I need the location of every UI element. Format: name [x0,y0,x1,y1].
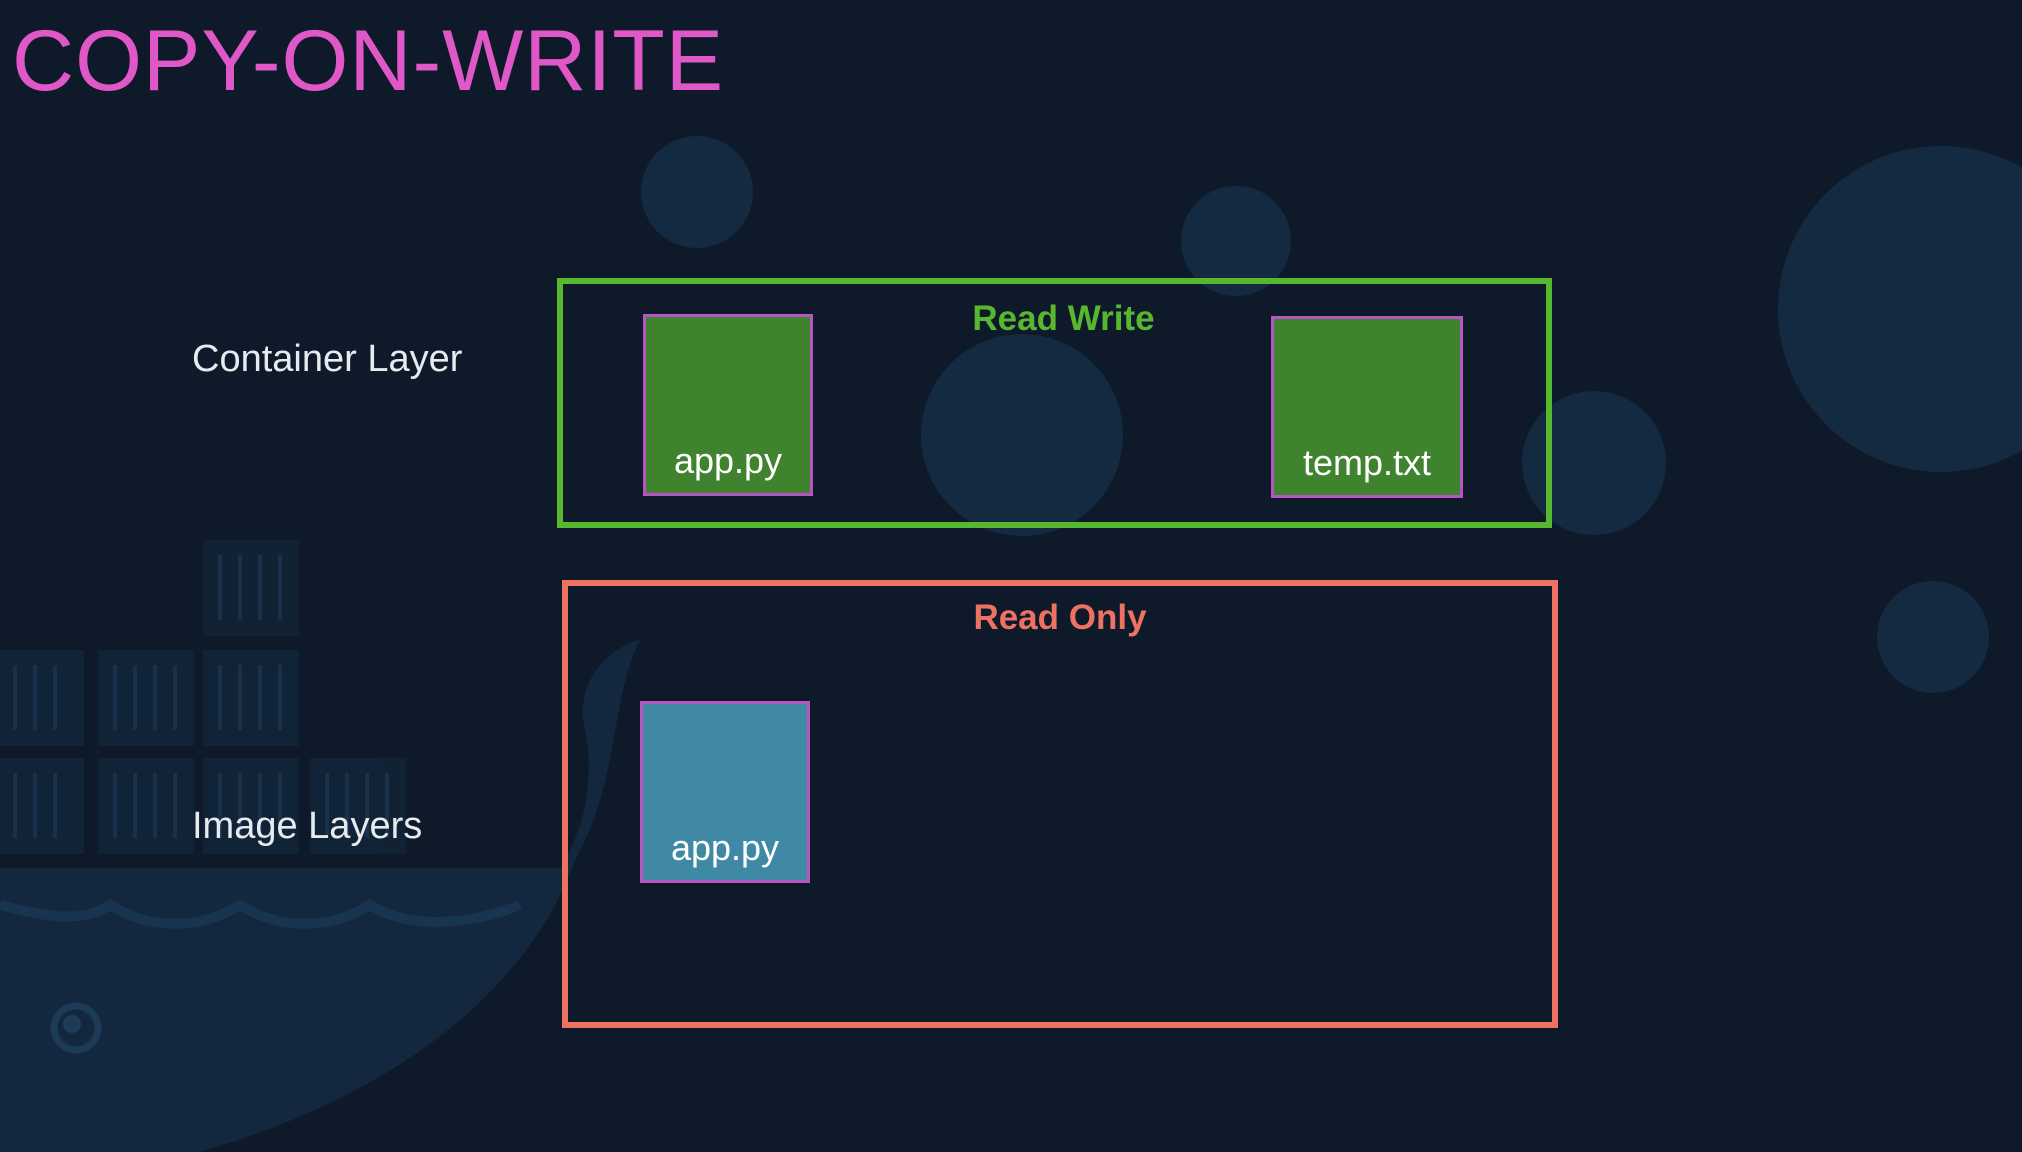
image-layers-label: Image Layers [192,805,423,847]
background-bubble [641,136,753,248]
background-bubble [1877,581,1989,693]
image-file-app-py: app.py [640,701,810,883]
read-write-layer: Read Write app.py temp.txt [557,278,1552,528]
background-bubble [921,334,1123,536]
read-only-caption: Read Only [973,598,1147,637]
container-file-app-py: app.py [643,314,813,496]
container-file-temp-txt: temp.txt [1271,316,1463,498]
read-write-caption: Read Write [972,299,1155,338]
background-bubble [1778,146,2022,472]
file-name: app.py [670,827,780,868]
file-name: temp.txt [1302,442,1432,483]
file-name: app.py [673,440,783,481]
slide-title: COPY-ON-WRITE [12,13,725,109]
background-bubble [1181,186,1291,296]
container-layer-label: Container Layer [192,338,463,380]
read-only-layer: Read Only app.py [562,580,1558,1028]
